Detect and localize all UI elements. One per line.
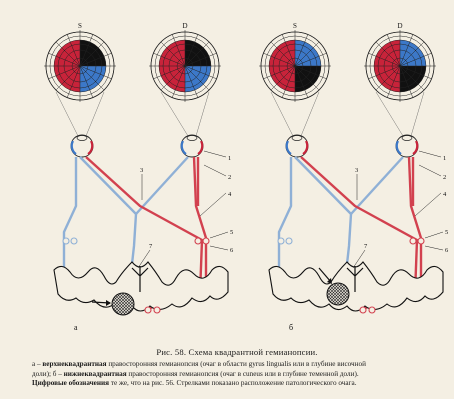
panel-a: S D	[44, 22, 234, 332]
label-1: 1	[228, 155, 231, 162]
geniculate-bodies	[63, 238, 209, 244]
field-label-d: D	[182, 22, 187, 30]
panel-label-b: б	[289, 323, 293, 332]
figure-caption: Рис. 58. Схема квадрантной гемианопсии. …	[32, 348, 442, 389]
quadrant-hemianopsia-diagram: S D	[0, 0, 454, 345]
left-eye	[286, 135, 308, 157]
label-4: 4	[228, 191, 232, 198]
left-eye	[71, 135, 93, 157]
label-5: 5	[445, 229, 448, 236]
caption-line-2: доли); б – нижнеквадрантная правосторонн…	[32, 370, 442, 379]
field-label-s: S	[293, 22, 297, 30]
label-1: 1	[443, 155, 446, 162]
panel-b: S D	[259, 22, 449, 332]
visual-field-right-eye	[364, 30, 436, 102]
label-2: 2	[228, 174, 231, 181]
label-7: 7	[364, 243, 368, 250]
visual-field-left-eye	[259, 30, 331, 102]
label-3: 3	[355, 167, 358, 174]
field-label-d: D	[397, 22, 402, 30]
label-5: 5	[230, 229, 233, 236]
right-eye	[181, 135, 203, 157]
label-4: 4	[443, 191, 447, 198]
visual-field-right-eye	[149, 30, 221, 102]
right-eye	[396, 135, 418, 157]
caption-line-3: Цифровые обозначения те же, что на рис. …	[32, 379, 442, 388]
label-7: 7	[149, 243, 153, 250]
label-6: 6	[445, 247, 449, 254]
caption-title: Рис. 58. Схема квадрантной гемианопсии.	[32, 348, 442, 357]
lesion-focus	[112, 293, 134, 315]
field-label-s: S	[78, 22, 82, 30]
leader-lines	[138, 151, 228, 268]
lesion-focus	[327, 283, 349, 305]
label-6: 6	[230, 247, 234, 254]
panel-label-a: а	[74, 323, 78, 332]
visual-field-left-eye	[44, 30, 116, 102]
geniculate-bodies	[278, 238, 424, 244]
caption-line-1: а – верхнеквадрантная правосторонняя гем…	[32, 360, 442, 369]
leader-lines	[353, 151, 443, 268]
label-3: 3	[140, 167, 143, 174]
label-2: 2	[443, 174, 446, 181]
